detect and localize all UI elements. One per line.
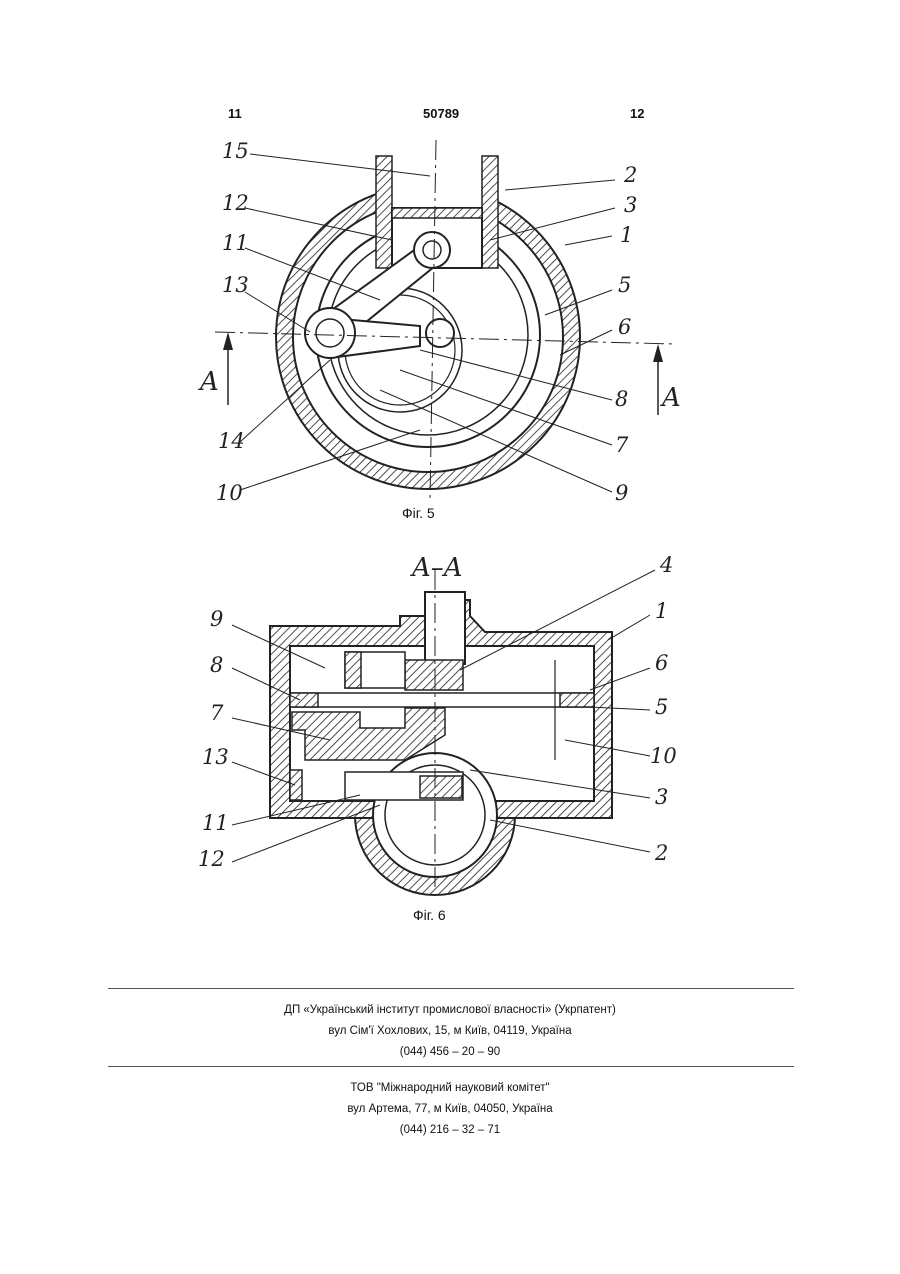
fig6-label-1: 1 — [655, 599, 668, 623]
fig5-label-5: 5 — [618, 273, 631, 297]
figure-6-drawing: A–A 4 9 1 8 6 7 5 10 13 3 11 12 2 — [0, 540, 900, 920]
fig5-label-7: 7 — [615, 433, 629, 457]
printer-address: вул Артема, 77, м Київ, 04050, Україна — [0, 1099, 900, 1120]
footer-divider-top — [108, 988, 794, 989]
publisher-info-block: ДП «Український інститут промислової вла… — [0, 1000, 900, 1063]
section-mark-a-left: A — [198, 367, 219, 397]
fig5-label-14: 14 — [218, 429, 245, 453]
fig5-label-12: 12 — [222, 191, 249, 215]
printer-phone: (044) 216 – 32 – 71 — [0, 1120, 900, 1141]
fig6-label-5: 5 — [655, 695, 668, 719]
fig6-label-8: 8 — [210, 653, 223, 677]
fig5-label-8: 8 — [615, 387, 628, 411]
publisher-name: ДП «Український інститут промислової вла… — [0, 1000, 900, 1021]
fig5-label-1: 1 — [620, 223, 633, 247]
fig5-label-9: 9 — [615, 481, 628, 505]
printer-name: ТОВ "Міжнародний науковий комітет" — [0, 1078, 900, 1099]
printer-info-block: ТОВ "Міжнародний науковий комітет" вул А… — [0, 1078, 900, 1141]
fig5-label-3: 3 — [624, 193, 637, 217]
fig5-label-15: 15 — [222, 139, 249, 163]
figure-6-caption: Фіг. 6 — [413, 907, 446, 923]
fig6-label-2: 2 — [654, 841, 668, 865]
figure-5-caption: Фіг. 5 — [402, 505, 435, 521]
section-mark-a-right: A — [660, 383, 681, 413]
fig5-label-11: 11 — [222, 231, 249, 255]
fig6-label-10: 10 — [650, 744, 677, 768]
publisher-address: вул Сім'ї Хохлових, 15, м Київ, 04119, У… — [0, 1021, 900, 1042]
fig6-label-9: 9 — [210, 607, 223, 631]
publisher-phone: (044) 456 – 20 – 90 — [0, 1042, 900, 1063]
fig5-label-6: 6 — [618, 315, 631, 339]
fig6-label-3: 3 — [655, 785, 668, 809]
fig6-label-4: 4 — [659, 553, 673, 577]
fig5-label-10: 10 — [216, 481, 243, 505]
fig6-label-13: 13 — [202, 745, 229, 769]
fig6-label-11: 11 — [202, 811, 229, 835]
fig5-label-2: 2 — [623, 163, 637, 187]
fig5-label-13: 13 — [222, 273, 249, 297]
figure-5-drawing: A A 15 2 12 3 11 1 13 5 6 8 7 9 10 14 — [0, 0, 900, 530]
fig6-label-6: 6 — [655, 651, 668, 675]
section-title-a-a: A–A — [410, 553, 463, 583]
fig6-label-7: 7 — [210, 701, 224, 725]
fig6-label-12: 12 — [198, 847, 225, 871]
footer-divider-middle — [108, 1066, 794, 1067]
